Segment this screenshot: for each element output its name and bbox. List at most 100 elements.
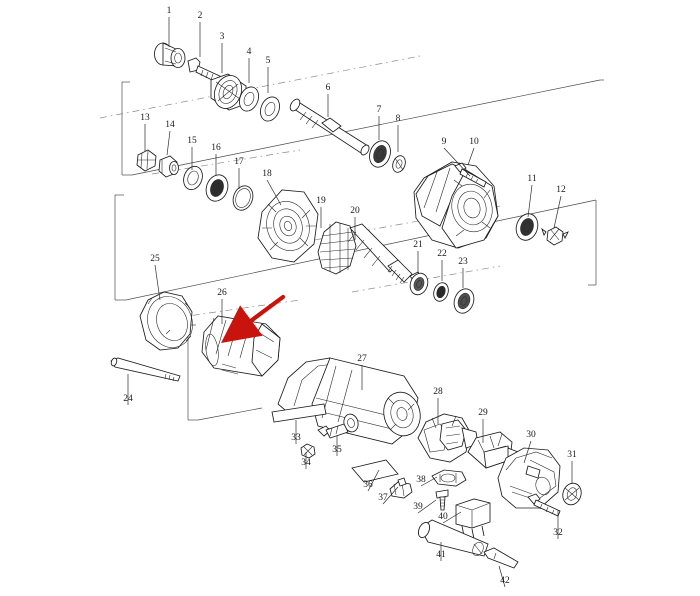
part-30-handle-cover — [497, 447, 561, 509]
callout-number-29: 29 — [478, 408, 488, 418]
part-40-noise-suppressor — [455, 498, 491, 540]
callout-11: 11 — [527, 174, 537, 218]
callout-number-37: 37 — [378, 493, 388, 503]
callout-7: 7 — [377, 105, 382, 140]
part-33-name-plate — [271, 403, 327, 423]
part-14-shaft-lock-pin — [158, 155, 179, 178]
part-39-machine-screw — [435, 489, 449, 511]
part-5-ring-washer — [260, 96, 280, 122]
part-28-brush-holder-assembly — [417, 413, 479, 463]
callout-number-21: 21 — [413, 240, 423, 250]
callout-leader-18 — [266, 179, 282, 206]
callout-13: 13 — [140, 113, 150, 151]
callout-26: 26 — [217, 288, 227, 324]
callout-number-19: 19 — [316, 196, 326, 206]
callout-24: 24 — [123, 374, 133, 405]
callout-leader-39 — [417, 499, 437, 514]
callout-9: 9 — [442, 137, 471, 177]
callout-number-33: 33 — [291, 433, 301, 443]
callout-10: 10 — [467, 137, 479, 166]
part-11-ball-bearing-626 — [515, 213, 539, 241]
part-8-retaining-washer — [392, 155, 406, 173]
part-41-power-cord — [417, 519, 489, 557]
part-24-tapping-screw-long — [110, 357, 181, 382]
callout-leader-10 — [467, 147, 475, 166]
callout-number-6: 6 — [326, 83, 331, 93]
callout-number-1: 1 — [167, 6, 172, 16]
part-36-insulation-sheet — [351, 459, 399, 483]
callout-14: 14 — [165, 120, 175, 156]
callout-leader-25 — [154, 264, 161, 301]
part-21-ball-bearing-3 — [409, 272, 429, 296]
callout-number-24: 24 — [123, 394, 133, 404]
callout-42: 42 — [498, 565, 510, 588]
callout-25: 25 — [150, 254, 161, 301]
callout-4: 4 — [247, 47, 252, 83]
callout-29: 29 — [478, 408, 488, 443]
callout-40: 40 — [438, 511, 462, 524]
part-19-armature-fan — [317, 221, 357, 275]
callout-8: 8 — [396, 114, 401, 152]
callout-32: 32 — [553, 510, 563, 539]
assembly-group-frames — [114, 79, 604, 421]
callout-28: 28 — [433, 387, 443, 424]
callout-number-35: 35 — [332, 445, 342, 455]
part-9-gear-housing — [413, 161, 499, 249]
callout-15: 15 — [187, 136, 197, 170]
part-37-terminal-block — [389, 477, 413, 499]
callout-6: 6 — [326, 83, 331, 117]
callout-number-36: 36 — [363, 480, 373, 490]
callout-38: 38 — [416, 475, 438, 487]
callout-34: 34 — [301, 452, 311, 469]
part-38-switch-lever — [431, 469, 467, 487]
callout-3: 3 — [220, 32, 225, 73]
callout-leader-11 — [527, 184, 533, 218]
part-10-pan-head-screw — [454, 162, 487, 188]
callout-number-28: 28 — [433, 387, 443, 397]
callout-number-11: 11 — [527, 174, 536, 184]
callout-number-3: 3 — [220, 32, 225, 42]
callout-number-23: 23 — [458, 257, 468, 267]
callout-number-14: 14 — [165, 120, 175, 130]
callout-41: 41 — [436, 542, 446, 561]
callout-number-38: 38 — [416, 475, 426, 485]
callout-number-40: 40 — [438, 512, 448, 522]
callout-17: 17 — [234, 157, 244, 189]
callout-33: 33 — [291, 420, 301, 444]
callout-number-39: 39 — [413, 502, 423, 512]
callout-number-7: 7 — [377, 105, 382, 115]
callout-number-12: 12 — [556, 185, 566, 195]
callout-number-26: 26 — [217, 288, 227, 298]
callout-19: 19 — [316, 196, 326, 228]
callout-16: 16 — [211, 143, 221, 176]
part-22-rubber-ring — [433, 282, 449, 302]
callout-18: 18 — [262, 169, 282, 206]
part-18-gear-housing-cover — [257, 189, 319, 263]
callout-number-34: 34 — [301, 458, 311, 468]
part-6-spindle-shaft — [289, 98, 370, 156]
callout-number-2: 2 — [198, 11, 203, 21]
callout-number-42: 42 — [500, 576, 510, 586]
callout-number-18: 18 — [262, 169, 272, 179]
callout-5: 5 — [266, 56, 271, 93]
callout-number-8: 8 — [396, 114, 401, 124]
callout-35: 35 — [332, 436, 342, 456]
part-7-ball-bearing-608 — [369, 140, 391, 168]
part-25-end-cap-cover — [139, 291, 193, 351]
callout-30: 30 — [523, 430, 536, 464]
callout-21: 21 — [413, 240, 423, 273]
callout-27: 27 — [357, 354, 367, 390]
callout-number-30: 30 — [526, 430, 536, 440]
callout-number-13: 13 — [140, 113, 150, 123]
callout-number-41: 41 — [436, 550, 446, 560]
callout-39: 39 — [413, 499, 437, 514]
part-42-cord-sleeve — [483, 547, 519, 569]
callout-number-17: 17 — [234, 157, 244, 167]
callout-leader-42 — [498, 565, 506, 588]
callout-12: 12 — [553, 185, 566, 229]
callout-number-20: 20 — [350, 206, 360, 216]
callout-leader-37 — [382, 486, 399, 505]
callout-37: 37 — [378, 486, 399, 505]
